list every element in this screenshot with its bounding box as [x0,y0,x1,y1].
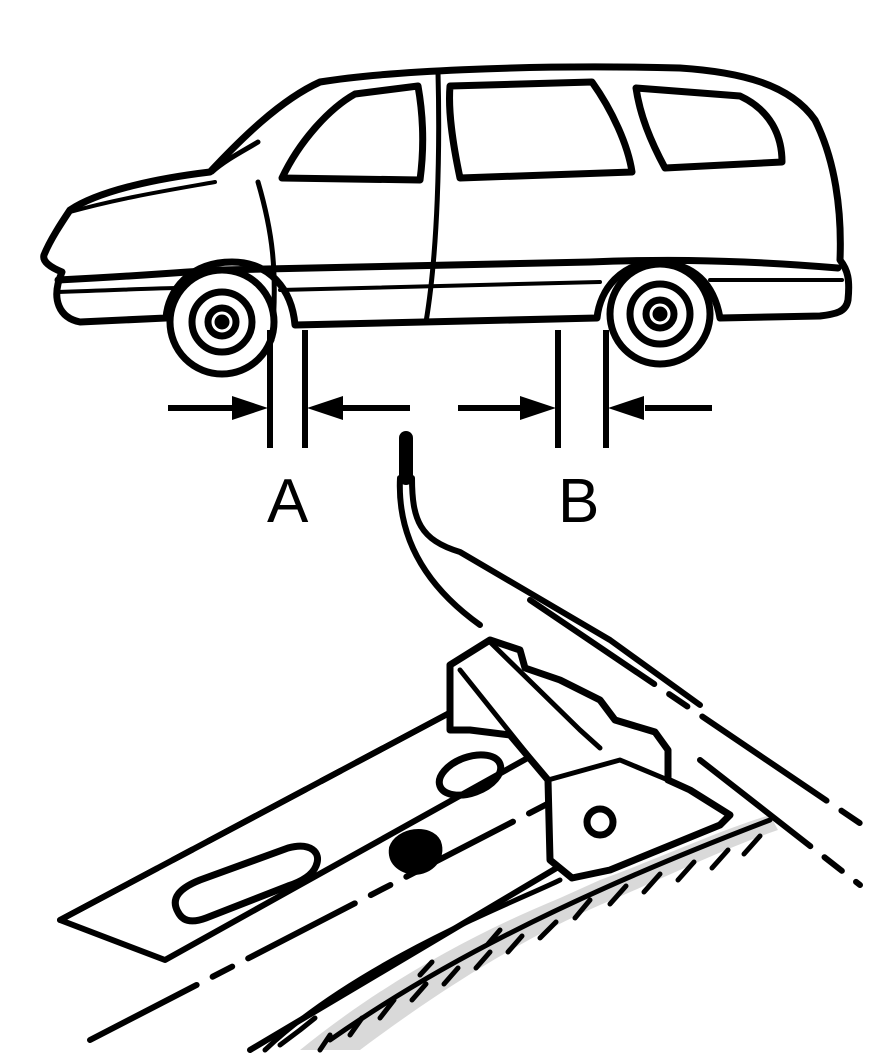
detail-rocker-edge [396,475,483,628]
dimension-b-right-arrow [608,396,712,420]
body-edge-dashed-upper [527,597,873,833]
pinch-weld-seam [262,817,773,1053]
van-rear-window [632,84,786,172]
van-a-pillar [209,139,261,175]
van-front-window [278,82,427,184]
van-belt-line [54,256,842,284]
dimension-markers [168,330,712,448]
dimension-label-a: A [267,467,309,536]
van-lower-trim [56,278,844,294]
detail-rocker-flange [409,475,703,708]
frame-rail-inner-dashed [87,797,558,1043]
lift-bracket-fold [457,639,671,783]
van-sliding-door-seam [423,69,442,325]
dimension-label-b: B [558,467,599,536]
dimension-a-left-arrow [168,396,268,420]
minivan-illustration [40,63,853,378]
van-rear-wheel [606,260,714,368]
body-edge-dashed-lower [697,757,863,888]
lift-point-detail [57,431,873,1053]
frame-rail-hole-round [388,828,443,875]
frame-rail-outer-dashed [57,707,458,923]
dimension-a-right-arrow [307,396,410,420]
van-front-wheel [166,266,278,378]
van-middle-window [446,78,636,182]
dimension-b-left-arrow [458,396,556,420]
van-hood-line [68,180,217,214]
frame-rail-slot [171,842,321,925]
frame-rail-hole-oval [435,751,505,799]
lift-bracket-bolt-hole [583,805,617,839]
pinch-weld-body [300,815,778,1050]
